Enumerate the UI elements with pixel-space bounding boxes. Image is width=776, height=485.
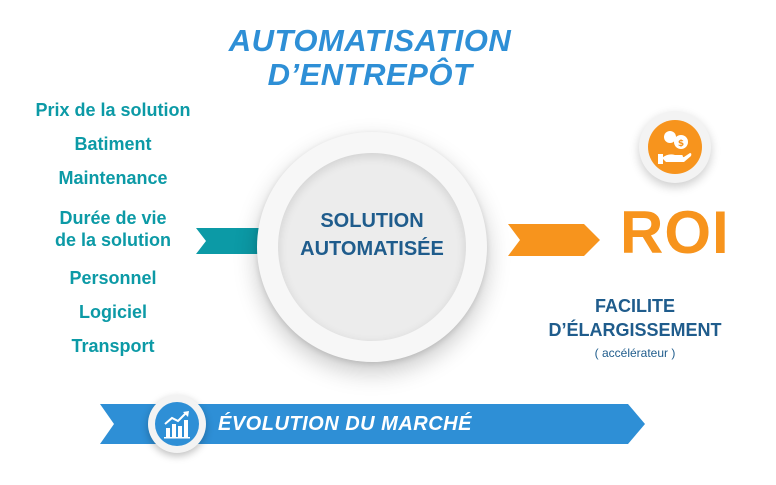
cost-item-transport: Transport [71,336,155,356]
output-arrow [508,224,600,256]
cost-item-lifespan-1: Durée de vie [59,208,167,228]
cost-item-price: Prix de la solution [35,100,191,120]
roi-label: ROI [620,199,730,266]
hand-coins-icon: $ [658,131,692,164]
title-line-2: D’ENTREPÔT [267,57,473,92]
market-badge [148,395,206,453]
cost-item-lifespan-2: de la solution [54,230,171,250]
growth-chart-icon [164,411,190,439]
market-banner-label: ÉVOLUTION DU MARCHÉ [218,413,472,435]
market-banner [100,404,645,444]
roi-badge: $ [639,111,711,183]
cost-item-software: Logiciel [78,302,147,322]
facilite-line-2: D’ÉLARGISSEMENT [548,320,722,340]
title-line-1: AUTOMATISATION [228,23,512,58]
cost-item-staff: Personnel [69,268,157,288]
cost-item-maintenance: Maintenance [58,168,168,188]
facilite-line-1: FACILITE [595,296,675,316]
solution-label-line-2: AUTOMATISÉE [300,238,444,260]
cost-item-building: Batiment [74,134,152,154]
solution-circle-inner [278,153,466,341]
solution-label-line-1: SOLUTION [320,210,424,232]
accelerateur-note: ( accélérateur ) [594,346,676,360]
solution-label: SOLUTION AUTOMATISÉE [278,207,466,263]
svg-text:$: $ [678,139,684,149]
